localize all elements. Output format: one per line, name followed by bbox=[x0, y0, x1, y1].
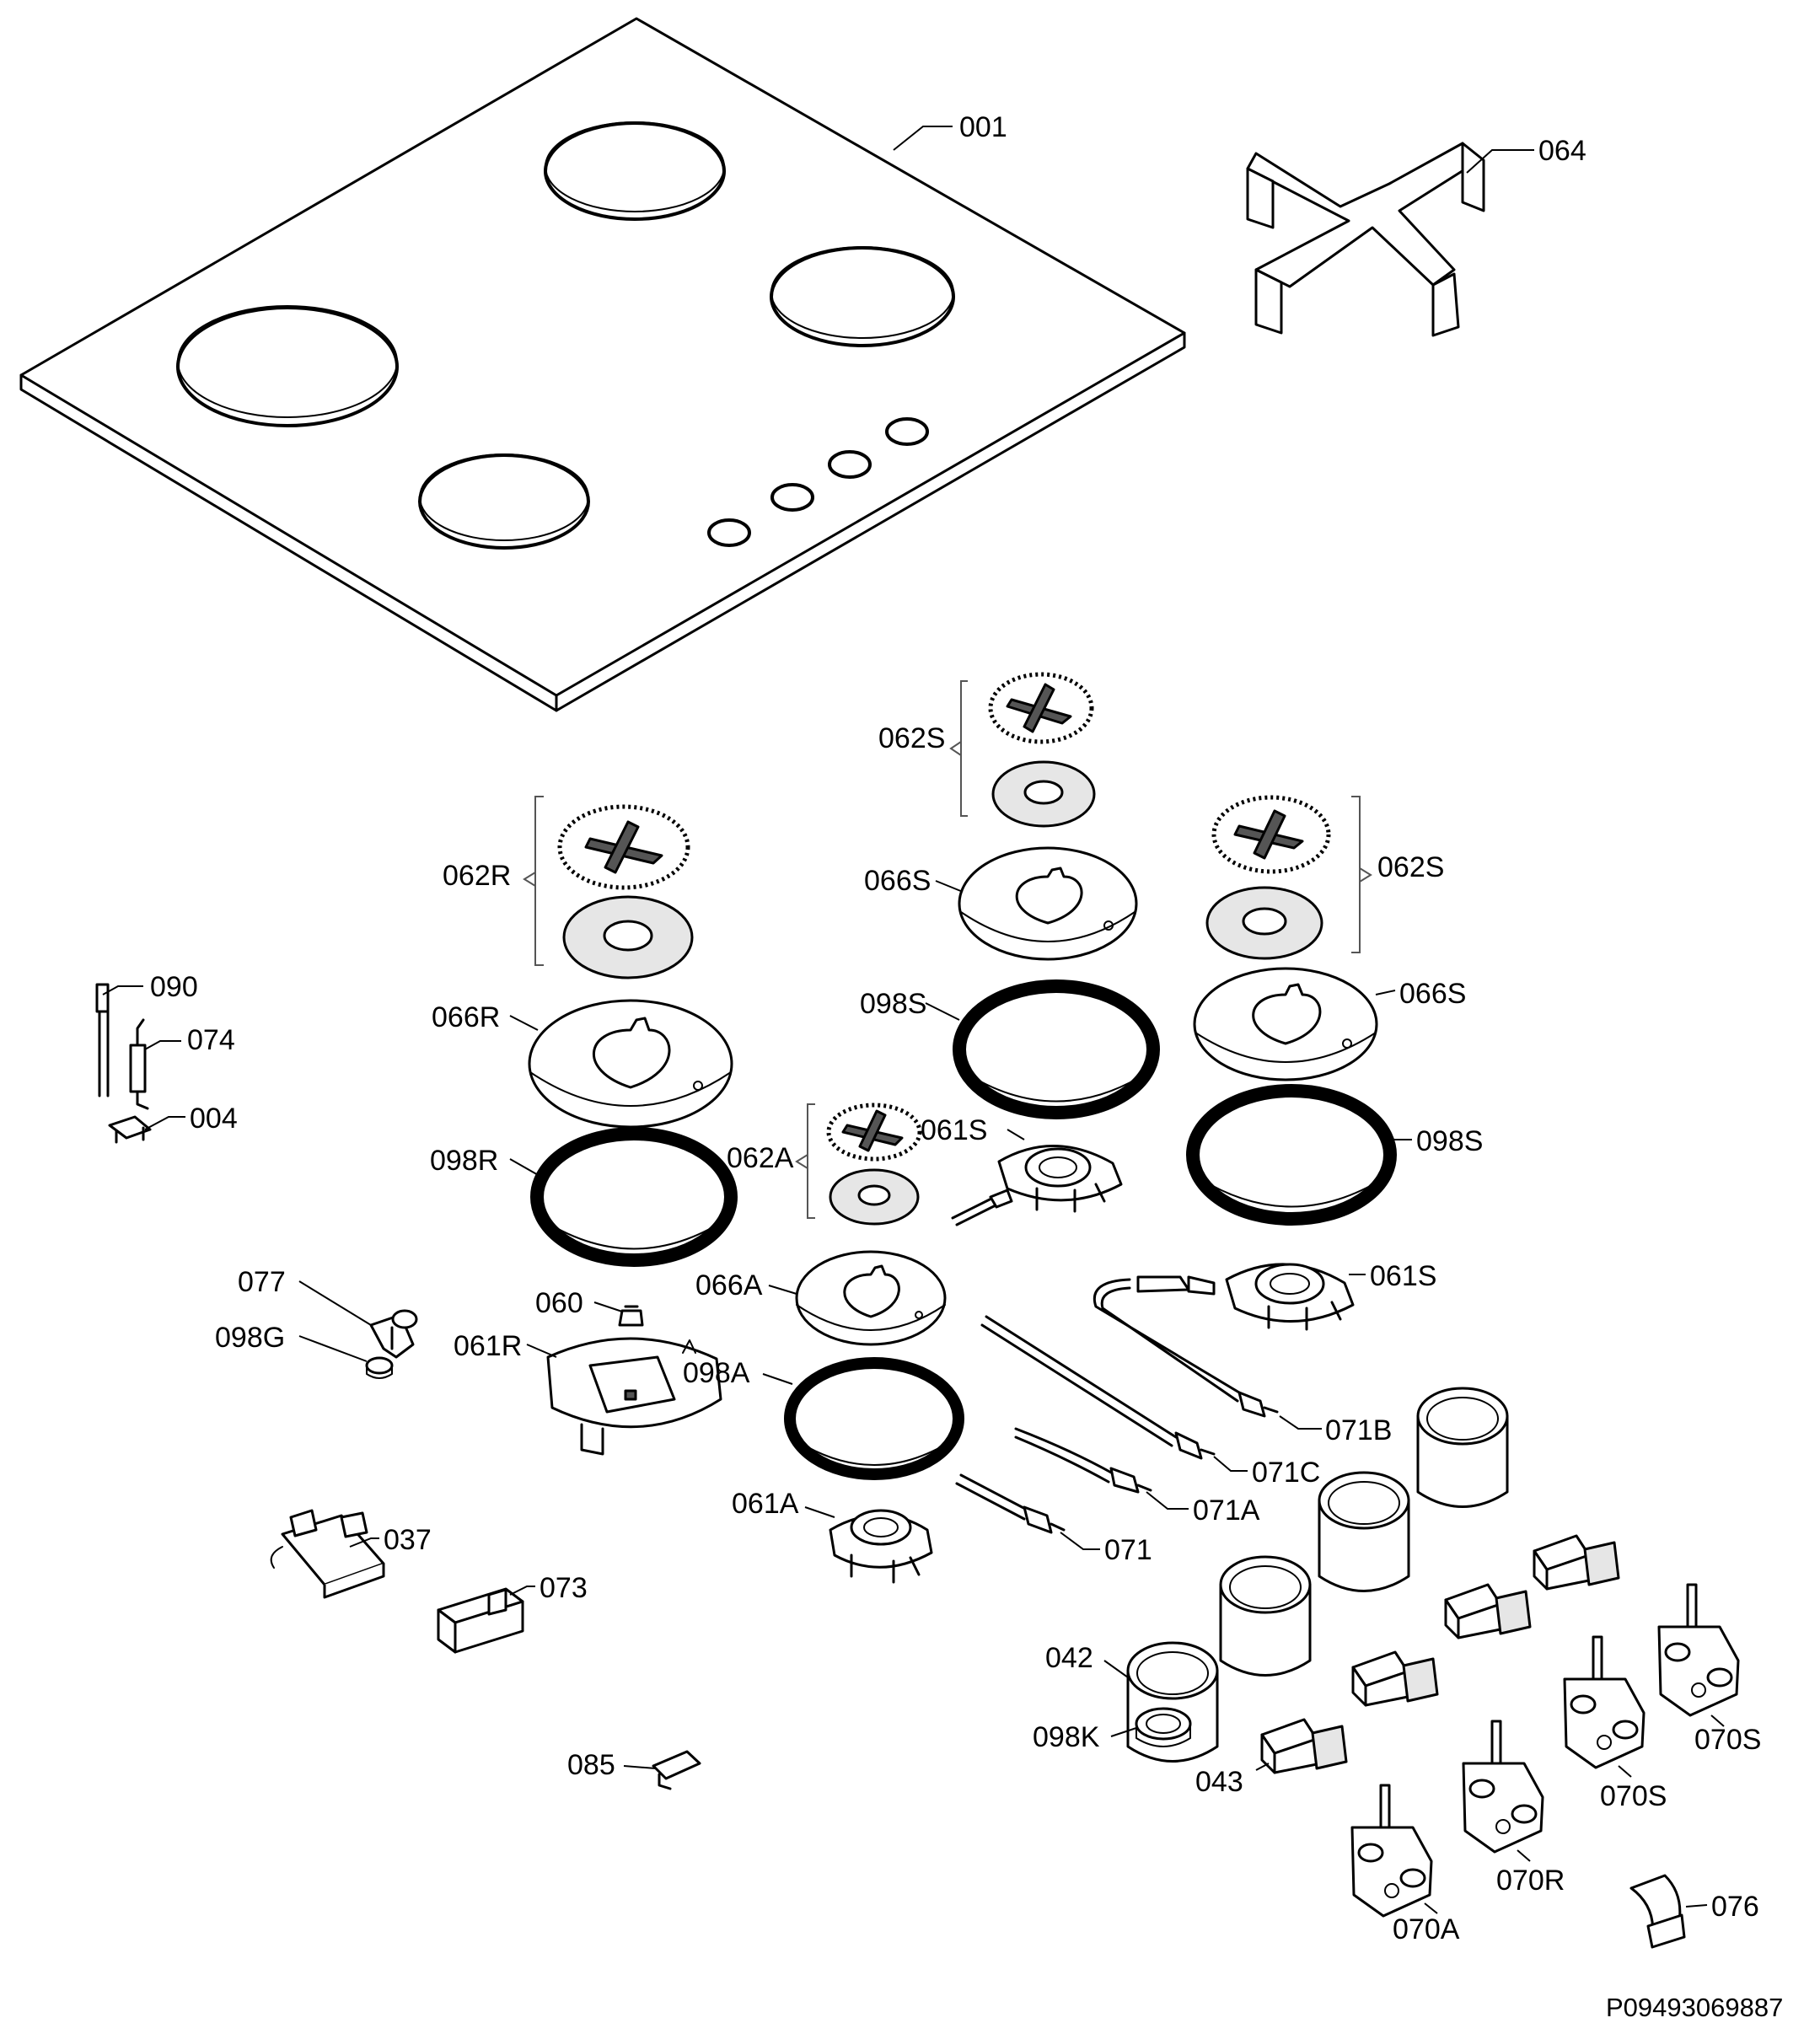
thermocouple-090[interactable] bbox=[95, 983, 110, 1097]
label-073: 073 bbox=[540, 1572, 588, 1604]
gas-pipe-071A[interactable] bbox=[1014, 1427, 1152, 1494]
gas-pipe-071B[interactable] bbox=[1093, 1275, 1279, 1418]
gas-pipe-071[interactable] bbox=[951, 1189, 1066, 1534]
burner-base-061A[interactable] bbox=[829, 1509, 933, 1584]
label-064: 064 bbox=[1538, 135, 1586, 167]
seal-ring-098S-mid[interactable] bbox=[953, 979, 1160, 1119]
label-060: 060 bbox=[535, 1287, 583, 1319]
label-001: 001 bbox=[959, 111, 1007, 143]
label-077: 077 bbox=[238, 1266, 286, 1298]
label-071A: 071A bbox=[1193, 1494, 1260, 1527]
burner-base-061S-mid[interactable] bbox=[997, 1145, 1123, 1213]
clip-085[interactable] bbox=[652, 1750, 701, 1790]
burner-base-061S-right[interactable] bbox=[1225, 1263, 1355, 1331]
label-066S-right: 066S bbox=[1399, 978, 1466, 1010]
seal-ring-098A[interactable] bbox=[784, 1357, 964, 1480]
label-061S-right: 061S bbox=[1370, 1260, 1436, 1292]
burner-cap-062S-top[interactable] bbox=[949, 672, 1096, 828]
bracket-076[interactable] bbox=[1629, 1874, 1686, 1949]
label-070A: 070A bbox=[1393, 1913, 1460, 1945]
label-098A: 098A bbox=[683, 1357, 750, 1389]
label-098S-mid: 098S bbox=[860, 988, 926, 1020]
label-043: 043 bbox=[1195, 1766, 1243, 1798]
spark-generator-037[interactable] bbox=[270, 1509, 385, 1599]
label-071: 071 bbox=[1104, 1534, 1152, 1566]
label-066A: 066A bbox=[695, 1269, 763, 1301]
label-098S-right: 098S bbox=[1416, 1125, 1483, 1157]
flame-spreader-066R[interactable] bbox=[528, 999, 733, 1129]
label-066S-mid: 066S bbox=[864, 865, 931, 897]
burner-cap-062A[interactable] bbox=[795, 1103, 922, 1226]
seal-ring-098R[interactable] bbox=[530, 1127, 738, 1267]
gas-pipe-071C[interactable] bbox=[980, 1315, 1216, 1460]
label-070R: 070R bbox=[1496, 1865, 1565, 1897]
label-070S-a: 070S bbox=[1694, 1724, 1761, 1756]
figure-id: P09493069887 bbox=[1606, 1993, 1783, 2022]
control-knobs-042[interactable] bbox=[1126, 1387, 1509, 1763]
label-071B: 071B bbox=[1325, 1414, 1392, 1446]
label-062A: 062A bbox=[727, 1142, 794, 1174]
label-062S-right: 062S bbox=[1377, 851, 1444, 883]
switch-073[interactable] bbox=[437, 1587, 524, 1654]
label-037: 037 bbox=[384, 1524, 432, 1556]
flame-spreader-066A[interactable] bbox=[795, 1250, 947, 1346]
microswitches-043[interactable] bbox=[1260, 1534, 1620, 1774]
gas-elbow-077[interactable] bbox=[369, 1309, 418, 1359]
burner-base-061R[interactable] bbox=[546, 1337, 722, 1456]
label-098G: 098G bbox=[215, 1322, 285, 1354]
label-076: 076 bbox=[1711, 1891, 1759, 1923]
label-085: 085 bbox=[567, 1749, 615, 1781]
burner-cap-062S-right[interactable] bbox=[1205, 795, 1372, 960]
label-090: 090 bbox=[150, 971, 198, 1003]
label-061S-mid: 061S bbox=[921, 1114, 987, 1146]
seal-098K[interactable] bbox=[1135, 1707, 1192, 1747]
seal-ring-098S-right[interactable] bbox=[1186, 1084, 1397, 1226]
label-098K: 098K bbox=[1033, 1721, 1100, 1753]
label-042: 042 bbox=[1045, 1642, 1093, 1674]
flame-spreader-066S-right[interactable] bbox=[1193, 967, 1378, 1081]
burner-cap-062R[interactable] bbox=[523, 796, 694, 979]
ignition-electrode-074[interactable] bbox=[129, 1018, 149, 1110]
gasket-098G[interactable] bbox=[365, 1356, 394, 1379]
label-004: 004 bbox=[190, 1103, 238, 1135]
flame-spreader-066S-mid[interactable] bbox=[958, 846, 1138, 961]
label-071C: 071C bbox=[1252, 1457, 1320, 1489]
injector-060[interactable] bbox=[618, 1305, 644, 1327]
label-061A: 061A bbox=[732, 1488, 799, 1520]
label-070S-b: 070S bbox=[1600, 1780, 1667, 1812]
clip-004[interactable] bbox=[108, 1115, 152, 1144]
label-062S-top: 062S bbox=[878, 722, 945, 754]
pan-support[interactable] bbox=[1246, 142, 1485, 337]
gas-tap-070S-mid[interactable] bbox=[1563, 1635, 1646, 1769]
label-098R: 098R bbox=[430, 1145, 498, 1177]
hob-top-plate[interactable] bbox=[19, 17, 1186, 712]
label-062R: 062R bbox=[443, 860, 511, 892]
gas-tap-070A[interactable] bbox=[1350, 1784, 1433, 1918]
label-066R: 066R bbox=[432, 1001, 500, 1033]
label-074: 074 bbox=[187, 1024, 235, 1056]
label-061R: 061R bbox=[454, 1330, 522, 1362]
gas-tap-070R[interactable] bbox=[1462, 1720, 1544, 1854]
gas-tap-070S-right[interactable] bbox=[1657, 1583, 1740, 1717]
